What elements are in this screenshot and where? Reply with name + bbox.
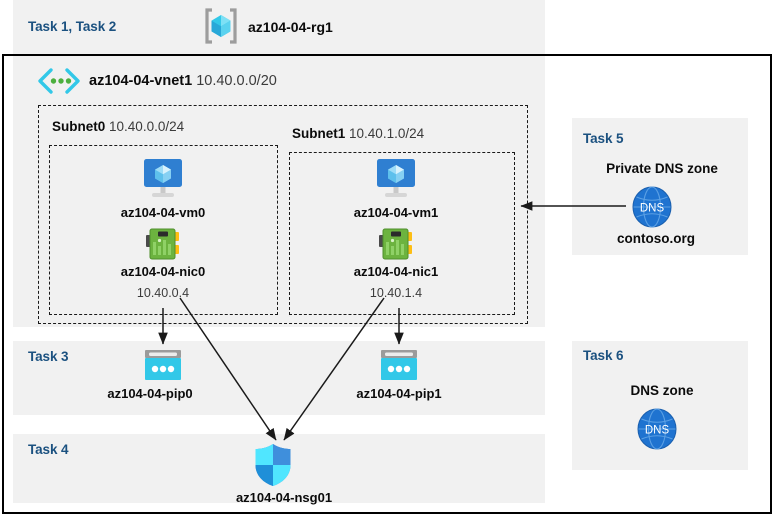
nsg-name: az104-04-nsg01 bbox=[235, 490, 333, 505]
resource-group-icon bbox=[201, 6, 241, 46]
private-dns-zone-title: Private DNS zone bbox=[606, 161, 718, 176]
pip1-name: az104-04-pip1 bbox=[356, 386, 442, 401]
panel-task-3 bbox=[13, 341, 545, 415]
task-6-label: Task 6 bbox=[583, 348, 624, 363]
panel-task-1-2 bbox=[13, 0, 545, 54]
subnet1-box bbox=[289, 152, 515, 315]
vnet-region bbox=[13, 56, 545, 327]
subnet1-cidr: 10.40.1.0/24 bbox=[349, 126, 425, 141]
dns-icon-text: DNS bbox=[640, 203, 665, 215]
dns-globe-icon-private: DNS bbox=[630, 185, 674, 229]
vnet-cidr: 10.40.0.0/20 bbox=[196, 73, 277, 89]
nic0-ip: 10.40.0.4 bbox=[136, 286, 190, 300]
virtual-machine-icon-vm0 bbox=[139, 158, 187, 200]
dns-globe-icon-public: DNS bbox=[635, 407, 679, 451]
subnet0-title: Subnet0 10.40.0.0/24 bbox=[52, 119, 184, 134]
subnet0-name: Subnet0 bbox=[52, 119, 106, 134]
subnet1-name: Subnet1 bbox=[292, 126, 346, 141]
panel-task-5 bbox=[572, 118, 748, 255]
public-ip-icon-pip0 bbox=[143, 349, 183, 383]
nic1-ip: 10.40.1.4 bbox=[369, 286, 423, 300]
vnet-title: az104-04-vnet1 10.40.0.0/20 bbox=[89, 73, 277, 89]
vm1-name: az104-04-vm1 bbox=[353, 205, 439, 220]
dns-icon-text: DNS bbox=[645, 425, 670, 437]
network-interface-icon-nic1 bbox=[379, 228, 413, 260]
network-interface-icon-nic0 bbox=[146, 228, 180, 260]
vnet-name: az104-04-vnet1 bbox=[89, 73, 193, 89]
subnet1-title: Subnet1 10.40.1.0/24 bbox=[292, 126, 424, 141]
resource-group-name: az104-04-rg1 bbox=[248, 19, 333, 35]
subnet0-cidr: 10.40.0.0/24 bbox=[109, 119, 185, 134]
nic1-name: az104-04-nic1 bbox=[353, 264, 439, 279]
task-3-label: Task 3 bbox=[28, 349, 69, 364]
public-ip-icon-pip1 bbox=[379, 349, 419, 383]
virtual-network-icon bbox=[36, 68, 82, 94]
dns-zone-title: DNS zone bbox=[630, 383, 694, 398]
subnets-group-box bbox=[38, 105, 528, 324]
task-4-label: Task 4 bbox=[28, 442, 69, 457]
lab-outer-boundary bbox=[2, 54, 772, 514]
task-1-2-label: Task 1, Task 2 bbox=[28, 19, 117, 34]
nic0-name: az104-04-nic0 bbox=[120, 264, 206, 279]
vm0-name: az104-04-vm0 bbox=[120, 205, 206, 220]
pip0-name: az104-04-pip0 bbox=[107, 386, 193, 401]
private-dns-zone-name: contoso.org bbox=[617, 231, 695, 246]
network-security-group-icon bbox=[253, 443, 293, 487]
task-5-label: Task 5 bbox=[583, 131, 624, 146]
virtual-machine-icon-vm1 bbox=[372, 158, 420, 200]
